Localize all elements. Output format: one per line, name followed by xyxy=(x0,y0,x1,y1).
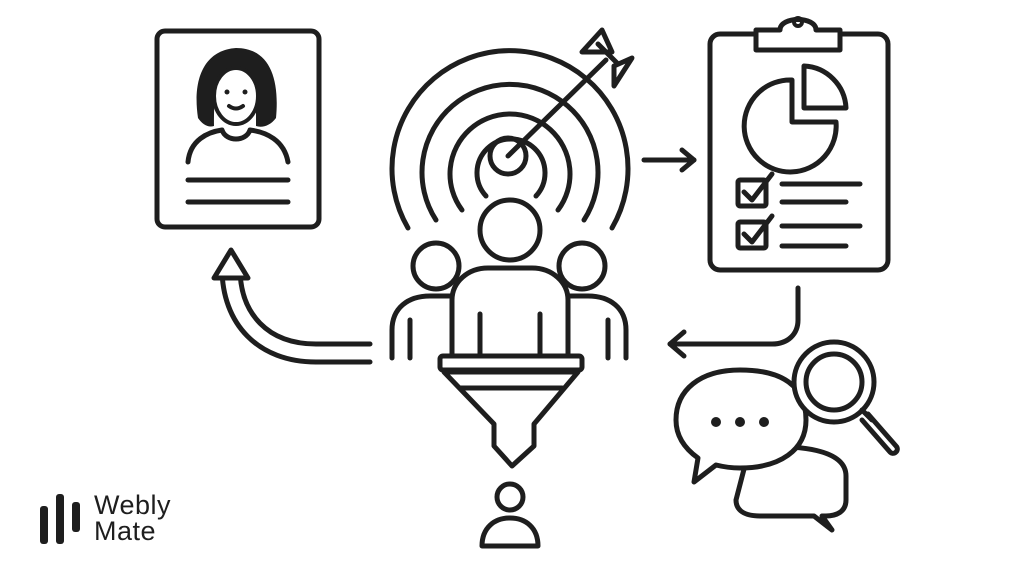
profile-card-icon xyxy=(154,28,322,230)
right-arrow-icon xyxy=(641,147,697,173)
brand-logo: Webly Mate xyxy=(38,488,171,548)
return-arrow-icon xyxy=(667,285,801,359)
brand-line-2: Mate xyxy=(94,516,157,546)
bars-logo-icon xyxy=(40,494,80,544)
magnifier-icon xyxy=(791,339,900,456)
arrow-dart-icon xyxy=(505,27,635,159)
curved-arrow-icon xyxy=(211,247,373,365)
pie-chart-icon xyxy=(741,63,849,175)
brand-name: Webly Mate xyxy=(94,490,172,546)
single-user-icon xyxy=(479,481,541,549)
brand-line-1: Webly xyxy=(94,490,172,520)
target-icon xyxy=(389,48,631,231)
audience-group-icon xyxy=(389,197,629,361)
chat-bubbles-icon xyxy=(673,367,849,533)
clipboard-report-icon xyxy=(707,16,891,273)
checkbox-icon xyxy=(735,171,863,251)
funnel-icon xyxy=(437,353,585,469)
